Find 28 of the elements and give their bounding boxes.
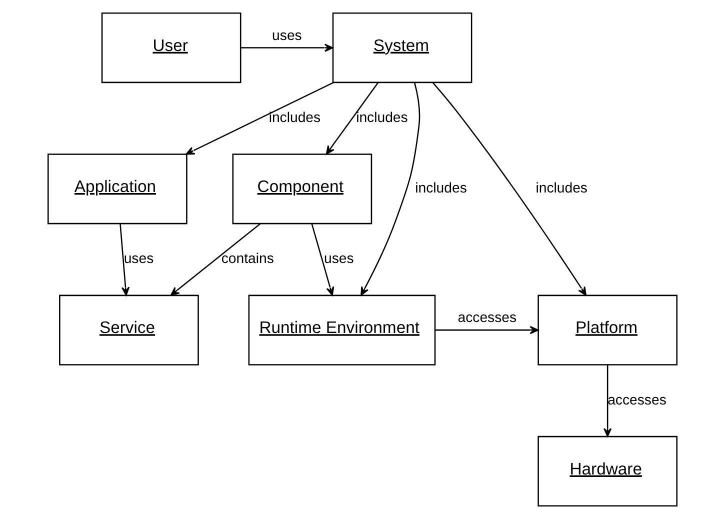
node-box: System xyxy=(332,12,472,84)
edge-label: contains xyxy=(221,250,274,266)
arrow xyxy=(432,82,587,296)
arrow xyxy=(170,223,261,296)
edge-label: uses xyxy=(272,26,302,43)
arrow xyxy=(326,82,379,155)
node-box: Application xyxy=(48,154,188,224)
edge-label: includes xyxy=(415,180,467,196)
edge-label: uses xyxy=(324,250,354,266)
node-box: Platform xyxy=(538,294,678,366)
arrow xyxy=(435,326,539,334)
node-box: Runtime Environment xyxy=(248,294,436,366)
arrow xyxy=(311,224,334,296)
arrow xyxy=(360,82,420,296)
edge-label: includes xyxy=(268,108,321,125)
node-box: User xyxy=(101,12,242,84)
edge-label: uses xyxy=(124,250,154,266)
node-box: Component xyxy=(232,154,372,224)
edge-label: accesses xyxy=(458,309,517,326)
node-box: Service xyxy=(59,294,199,366)
arrow xyxy=(603,364,612,437)
arrow xyxy=(120,224,130,296)
node-box: Hardware xyxy=(538,436,678,506)
arrow xyxy=(186,82,334,155)
edge-label: includes xyxy=(536,180,588,196)
edge-label: accesses xyxy=(608,391,666,408)
arrow xyxy=(240,44,334,52)
edge-label: includes xyxy=(356,108,408,125)
